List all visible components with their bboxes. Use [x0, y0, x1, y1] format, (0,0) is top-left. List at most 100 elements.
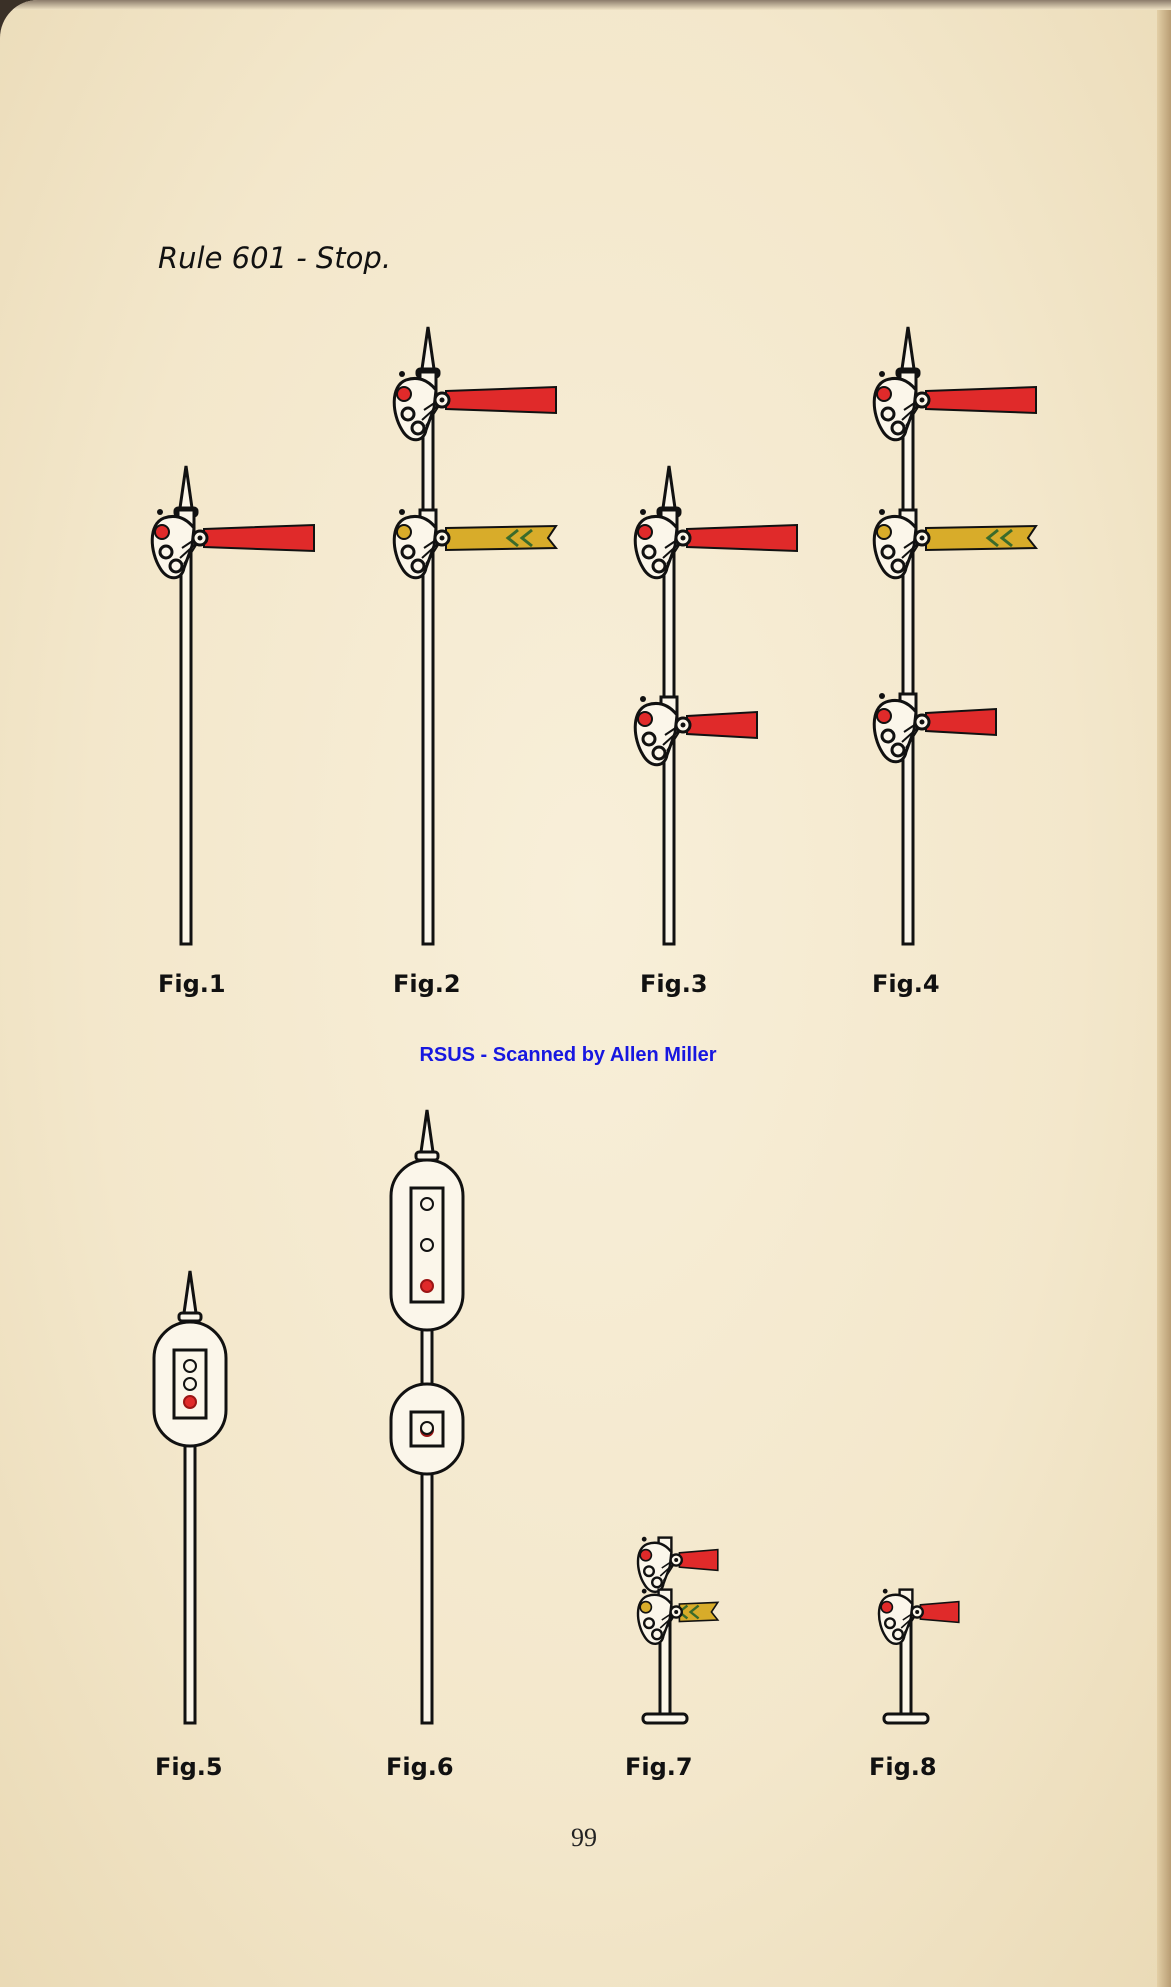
semaphore-arm-yellow — [636, 1588, 720, 1645]
semaphore-arm-red — [872, 692, 997, 764]
lens-icon — [642, 1565, 655, 1578]
scan-credit: RSUS - Scanned by Allen Miller — [419, 1044, 716, 1066]
pivot-center — [674, 1558, 679, 1562]
pivot-center — [197, 535, 203, 541]
semaphore-arm-red — [633, 508, 798, 580]
lens-icon — [154, 524, 170, 540]
lens-icon — [639, 1548, 653, 1562]
semaphore-arm-red — [392, 370, 557, 442]
lens-icon — [410, 558, 426, 574]
red-blade — [445, 385, 557, 415]
page-number: 99 — [571, 1823, 597, 1852]
lens-icon — [642, 1617, 655, 1630]
signal-light-icon — [420, 1197, 434, 1211]
lens-icon — [400, 406, 416, 422]
signal-mast — [421, 375, 435, 946]
lamp-knob — [157, 509, 163, 515]
figure-label: Fig.2 — [393, 970, 461, 998]
lens-icon — [650, 1628, 663, 1641]
lens-icon — [876, 708, 892, 724]
pivot-center — [439, 397, 445, 403]
finial-icon — [420, 326, 436, 371]
semaphore-arm-yellow — [872, 508, 1039, 580]
signal-light-icon — [183, 1359, 197, 1373]
pivot-center — [919, 719, 925, 725]
lens-icon — [651, 558, 667, 574]
lamp-knob — [640, 696, 646, 702]
figure-label: Fig.1 — [158, 970, 226, 998]
lens-icon — [410, 420, 426, 436]
lens-icon — [396, 524, 412, 540]
yellow-blade — [925, 524, 1039, 552]
yellow-blade — [678, 1601, 720, 1623]
pivot-center — [919, 535, 925, 541]
lens-icon — [876, 386, 892, 402]
signal-light-icon — [420, 1238, 434, 1252]
semaphore-arm-yellow — [392, 508, 559, 580]
finial-icon — [178, 465, 194, 510]
lamp-knob — [641, 1588, 647, 1594]
finial-icon — [661, 465, 677, 510]
lens-icon — [880, 406, 896, 422]
lens-icon — [891, 1628, 904, 1641]
yellow-blade — [445, 524, 559, 552]
signal-light-icon — [183, 1395, 197, 1409]
lens-icon — [158, 544, 174, 560]
red-blade — [686, 710, 758, 740]
lens-icon — [880, 728, 896, 744]
lamp-knob — [641, 1536, 647, 1542]
figure-label: Fig.7 — [625, 1753, 693, 1781]
semaphore-arm-red — [872, 370, 1037, 442]
pivot-center — [674, 1610, 679, 1614]
lens-icon — [637, 524, 653, 540]
lens-icon — [641, 731, 657, 747]
finial-icon — [182, 1270, 198, 1315]
pivot-center — [680, 535, 686, 541]
figure-label: Fig.6 — [386, 1753, 454, 1781]
signal-light-icon — [420, 1279, 434, 1293]
signal-light-icon — [183, 1377, 197, 1391]
lens-icon — [651, 745, 667, 761]
semaphore-arm-red — [633, 695, 758, 767]
lens-icon — [168, 558, 184, 574]
red-blade — [925, 385, 1037, 415]
lens-icon — [639, 1600, 653, 1614]
semaphore-arm-red — [636, 1536, 719, 1593]
lens-icon — [880, 1600, 894, 1614]
figure-label: Fig.5 — [155, 1753, 223, 1781]
signal-light-icon — [420, 1421, 434, 1435]
figure-label: Fig.8 — [869, 1753, 937, 1781]
dwarf-base — [641, 1712, 689, 1725]
pivot-center — [680, 722, 686, 728]
signal-mast — [179, 514, 193, 946]
chevron-icon — [985, 528, 1013, 548]
lamp-knob — [399, 509, 405, 515]
lamp-knob — [879, 371, 885, 377]
semaphore-arm-red — [877, 1588, 960, 1645]
pivot-center — [439, 535, 445, 541]
figure-label: Fig.4 — [872, 970, 940, 998]
figure-label: Fig.3 — [640, 970, 708, 998]
signal-mast — [420, 1318, 434, 1725]
lens-icon — [400, 544, 416, 560]
red-blade — [919, 1600, 960, 1624]
rule-title: Rule 601 - Stop. — [158, 241, 391, 275]
lens-icon — [883, 1617, 896, 1630]
finial-icon — [419, 1109, 435, 1154]
signal-mast — [183, 1438, 197, 1725]
semaphore-arm-red — [150, 508, 315, 580]
lamp-knob — [640, 509, 646, 515]
signal-mast — [901, 375, 915, 946]
lens-icon — [641, 544, 657, 560]
lens-icon — [637, 711, 653, 727]
lamp-knob — [879, 693, 885, 699]
pivot-center — [919, 397, 925, 403]
lens-icon — [650, 1576, 663, 1589]
dwarf-base — [882, 1712, 930, 1725]
red-blade — [686, 523, 798, 553]
chevron-icon — [505, 528, 533, 548]
lens-icon — [890, 420, 906, 436]
lamp-knob — [879, 509, 885, 515]
